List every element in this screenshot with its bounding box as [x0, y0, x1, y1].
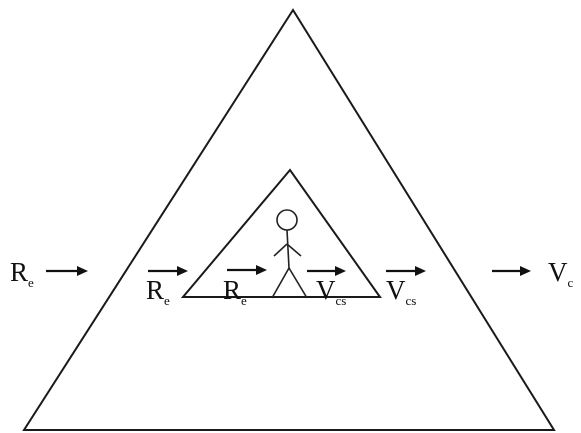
arrow-outer-left [46, 266, 88, 276]
arrow-inner-right [307, 266, 346, 276]
arrow-outer-right [492, 266, 531, 276]
label-r-middle: Re [146, 275, 170, 308]
outer-triangle [22, 8, 556, 431]
label-v-outer-right: Vc [548, 257, 574, 290]
arrow-middle-left [148, 266, 188, 276]
label-r-outer-left: Re [10, 257, 34, 290]
inner-triangle [180, 168, 382, 298]
arrow-inner-left [227, 265, 267, 275]
label-r-inner: Re [223, 275, 247, 308]
label-v-inner: Vcs [316, 275, 346, 308]
arrow-middle-right [386, 266, 426, 276]
stick-figure-person-icon [271, 209, 308, 299]
label-v-middle: Vcs [386, 275, 416, 308]
